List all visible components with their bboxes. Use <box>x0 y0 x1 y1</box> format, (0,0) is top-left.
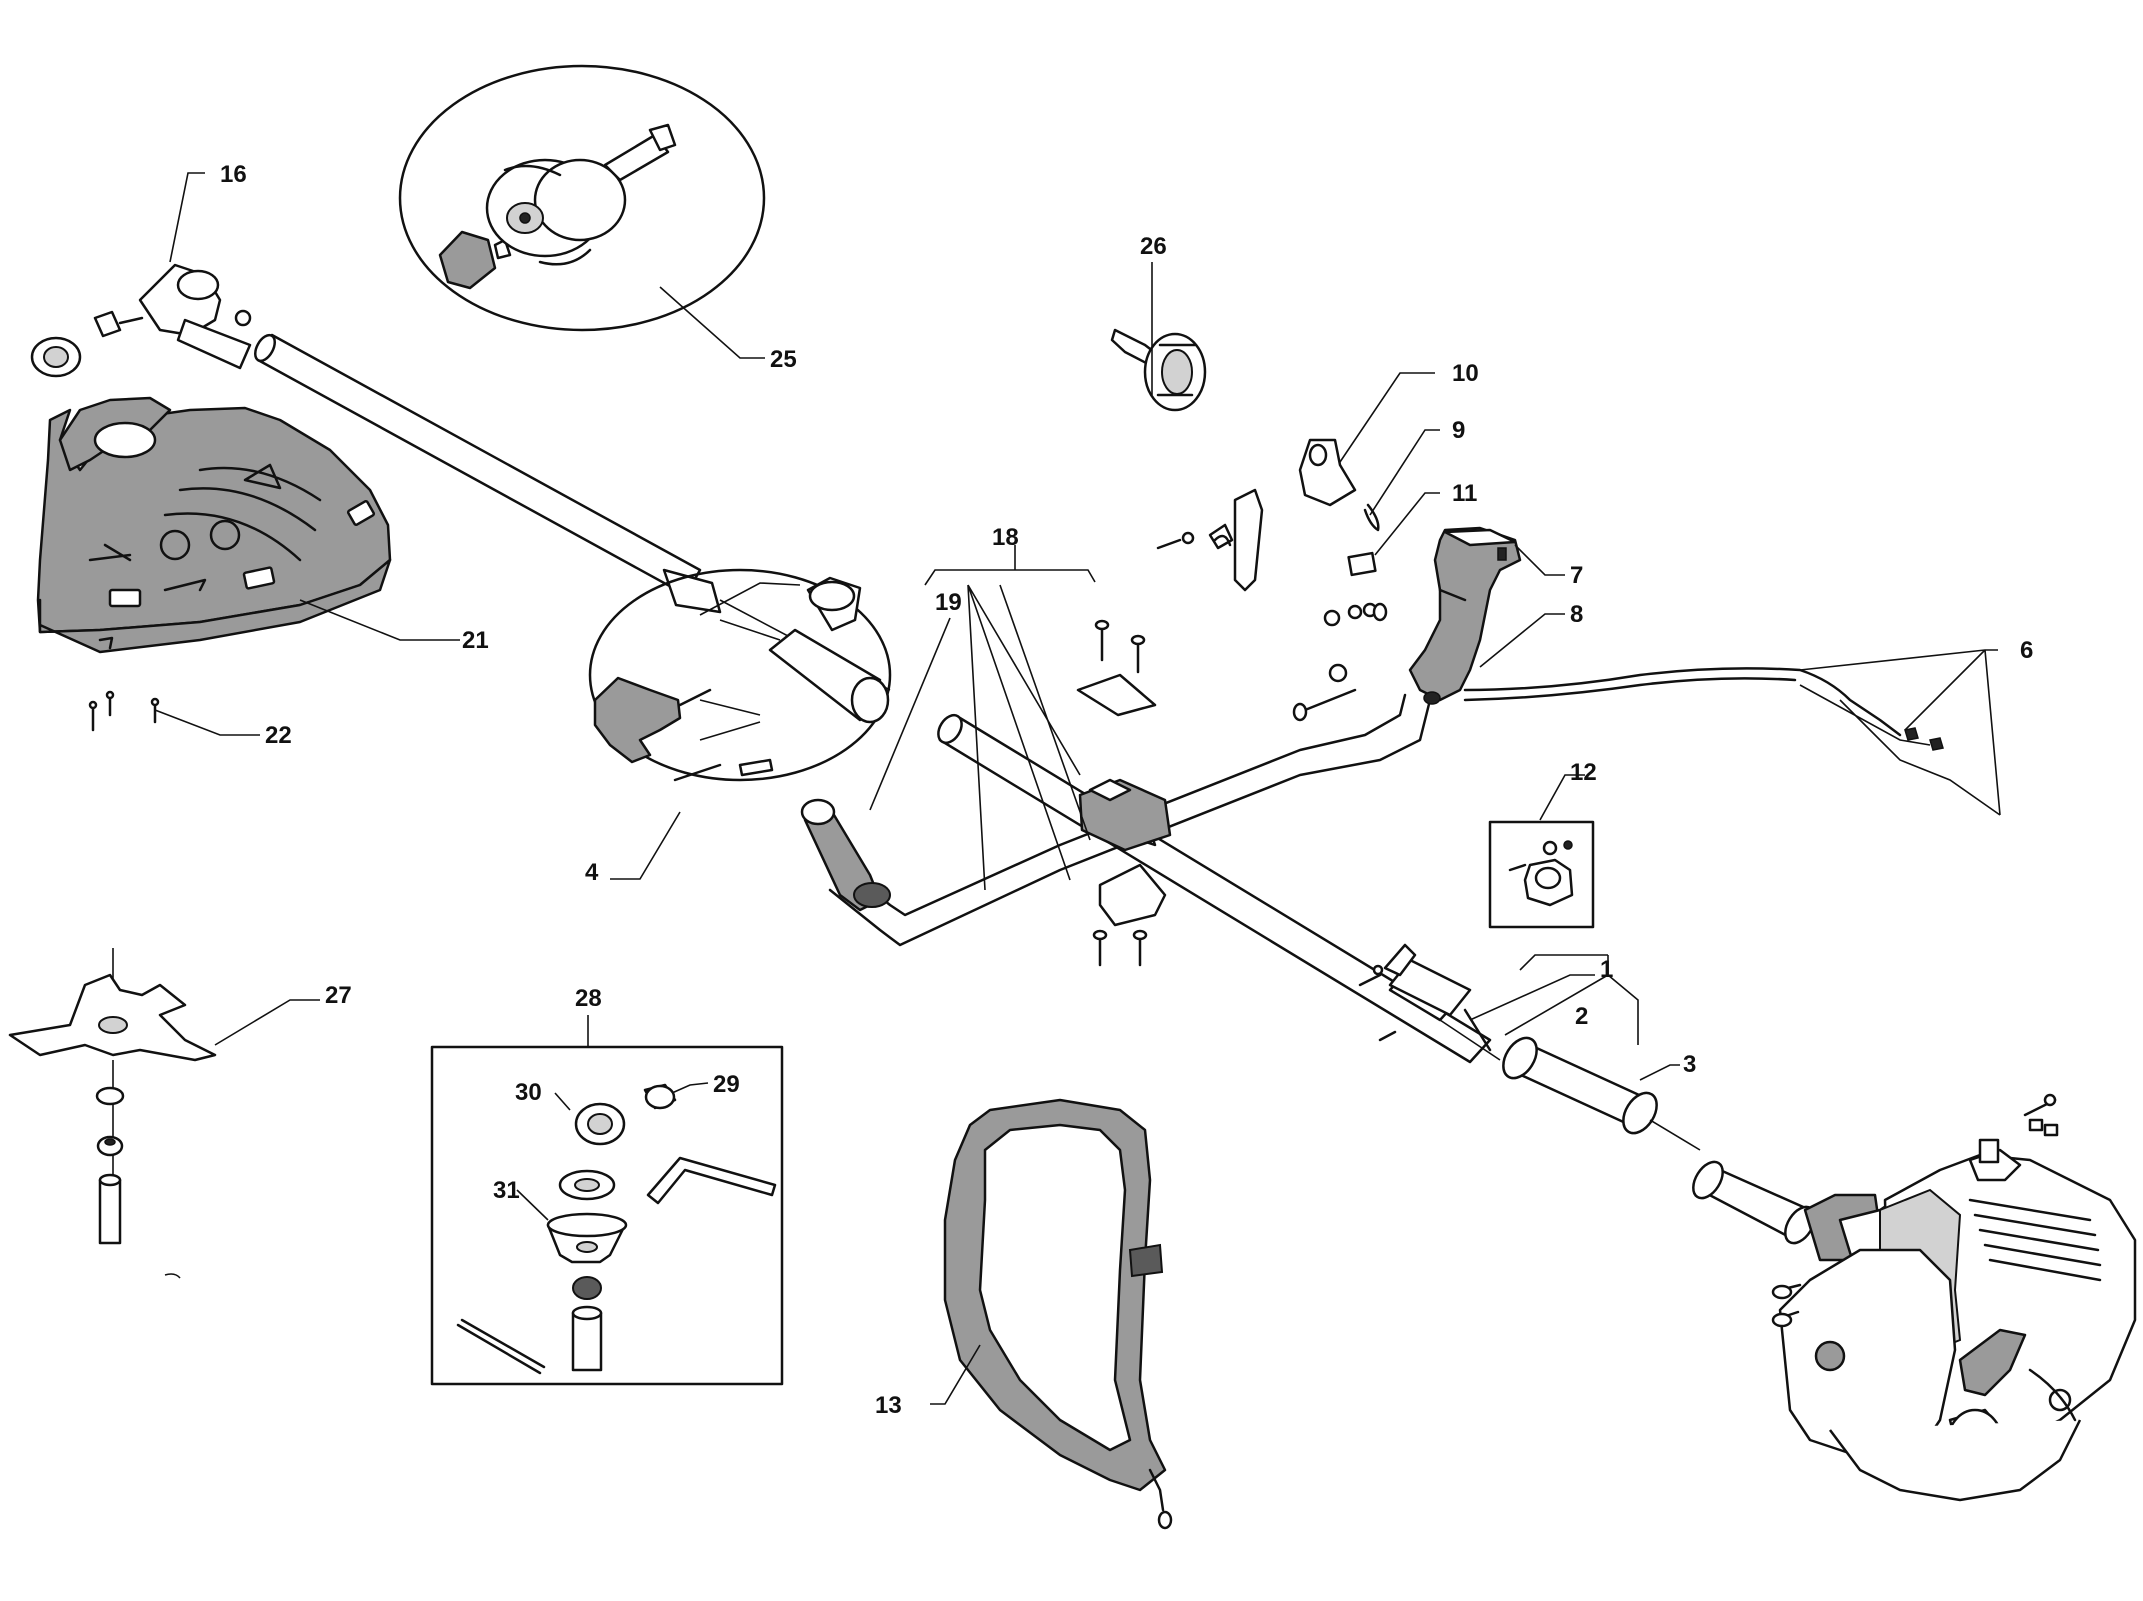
label-28: 28 <box>575 985 602 1012</box>
label-10: 10 <box>1452 360 1479 387</box>
metal-blade <box>8 948 217 1279</box>
gear-head <box>30 263 252 378</box>
label-25: 25 <box>770 346 797 373</box>
label-12: 12 <box>1570 759 1597 786</box>
shaft-coupling-group <box>588 568 892 782</box>
label-8: 8 <box>1570 601 1583 628</box>
label-6: 6 <box>2020 637 2033 664</box>
label-3: 3 <box>1683 1051 1696 1078</box>
shaft-end <box>1358 943 1492 1052</box>
label-7: 7 <box>1570 562 1583 589</box>
main-tube <box>937 713 1501 1064</box>
throttle-lever <box>1110 328 1207 412</box>
label-9: 9 <box>1452 417 1465 444</box>
label-18: 18 <box>992 524 1019 551</box>
shoulder-strap <box>943 1098 1173 1530</box>
label-31: 31 <box>493 1177 520 1204</box>
part-labels: 16 25 26 10 9 11 7 8 6 18 19 12 21 22 4 … <box>220 161 2033 1419</box>
label-1: 1 <box>1600 956 1613 983</box>
label-11: 11 <box>1452 480 1477 507</box>
throttle-cable <box>1463 667 2001 816</box>
label-19: 19 <box>935 589 962 616</box>
tool-kit-box <box>430 1045 784 1386</box>
label-27: 27 <box>325 982 352 1009</box>
leader-lines <box>154 172 2001 1405</box>
trigger-assembly <box>1156 438 1388 722</box>
label-16: 16 <box>220 161 247 188</box>
engine <box>1692 1093 2137 1502</box>
grass-guard <box>36 396 392 654</box>
label-26: 26 <box>1140 233 1167 260</box>
throttle-handle <box>1408 526 1522 705</box>
handlebar-clamp <box>1076 619 1172 967</box>
label-4: 4 <box>585 859 599 886</box>
coupling-connector-lines <box>699 582 801 641</box>
label-13: 13 <box>875 1392 902 1419</box>
label-21: 21 <box>462 627 489 654</box>
rubber-sleeve <box>1502 1036 1701 1151</box>
label-29: 29 <box>713 1071 740 1098</box>
label-22: 22 <box>265 722 292 749</box>
cable-clip-box <box>1488 820 1595 929</box>
guard-screws <box>88 690 160 732</box>
trimmer-head-group <box>398 64 766 332</box>
handlebar <box>800 693 1432 947</box>
label-30: 30 <box>515 1079 542 1106</box>
label-2: 2 <box>1575 1003 1588 1030</box>
